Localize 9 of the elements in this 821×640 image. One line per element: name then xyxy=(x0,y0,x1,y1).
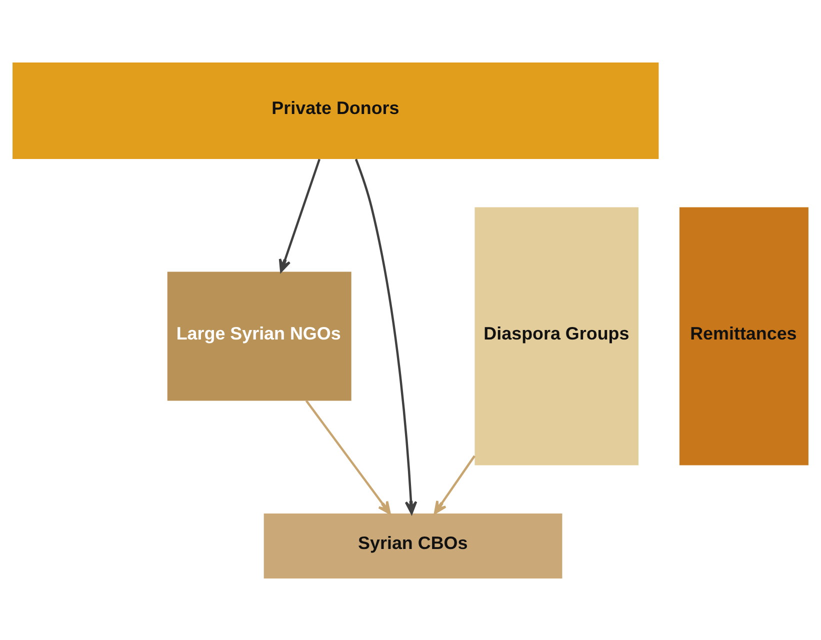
arrow xyxy=(305,400,391,514)
arrow xyxy=(354,158,418,514)
arrow xyxy=(434,454,476,514)
node-box: Syrian CBOs xyxy=(264,512,562,578)
node-box: Large Syrian NGOs xyxy=(167,271,352,400)
arrow xyxy=(278,158,320,272)
node-box: Diaspora Groups xyxy=(474,206,638,465)
node-box: Private Donors xyxy=(12,62,659,158)
node-box: Remittances xyxy=(679,206,808,465)
